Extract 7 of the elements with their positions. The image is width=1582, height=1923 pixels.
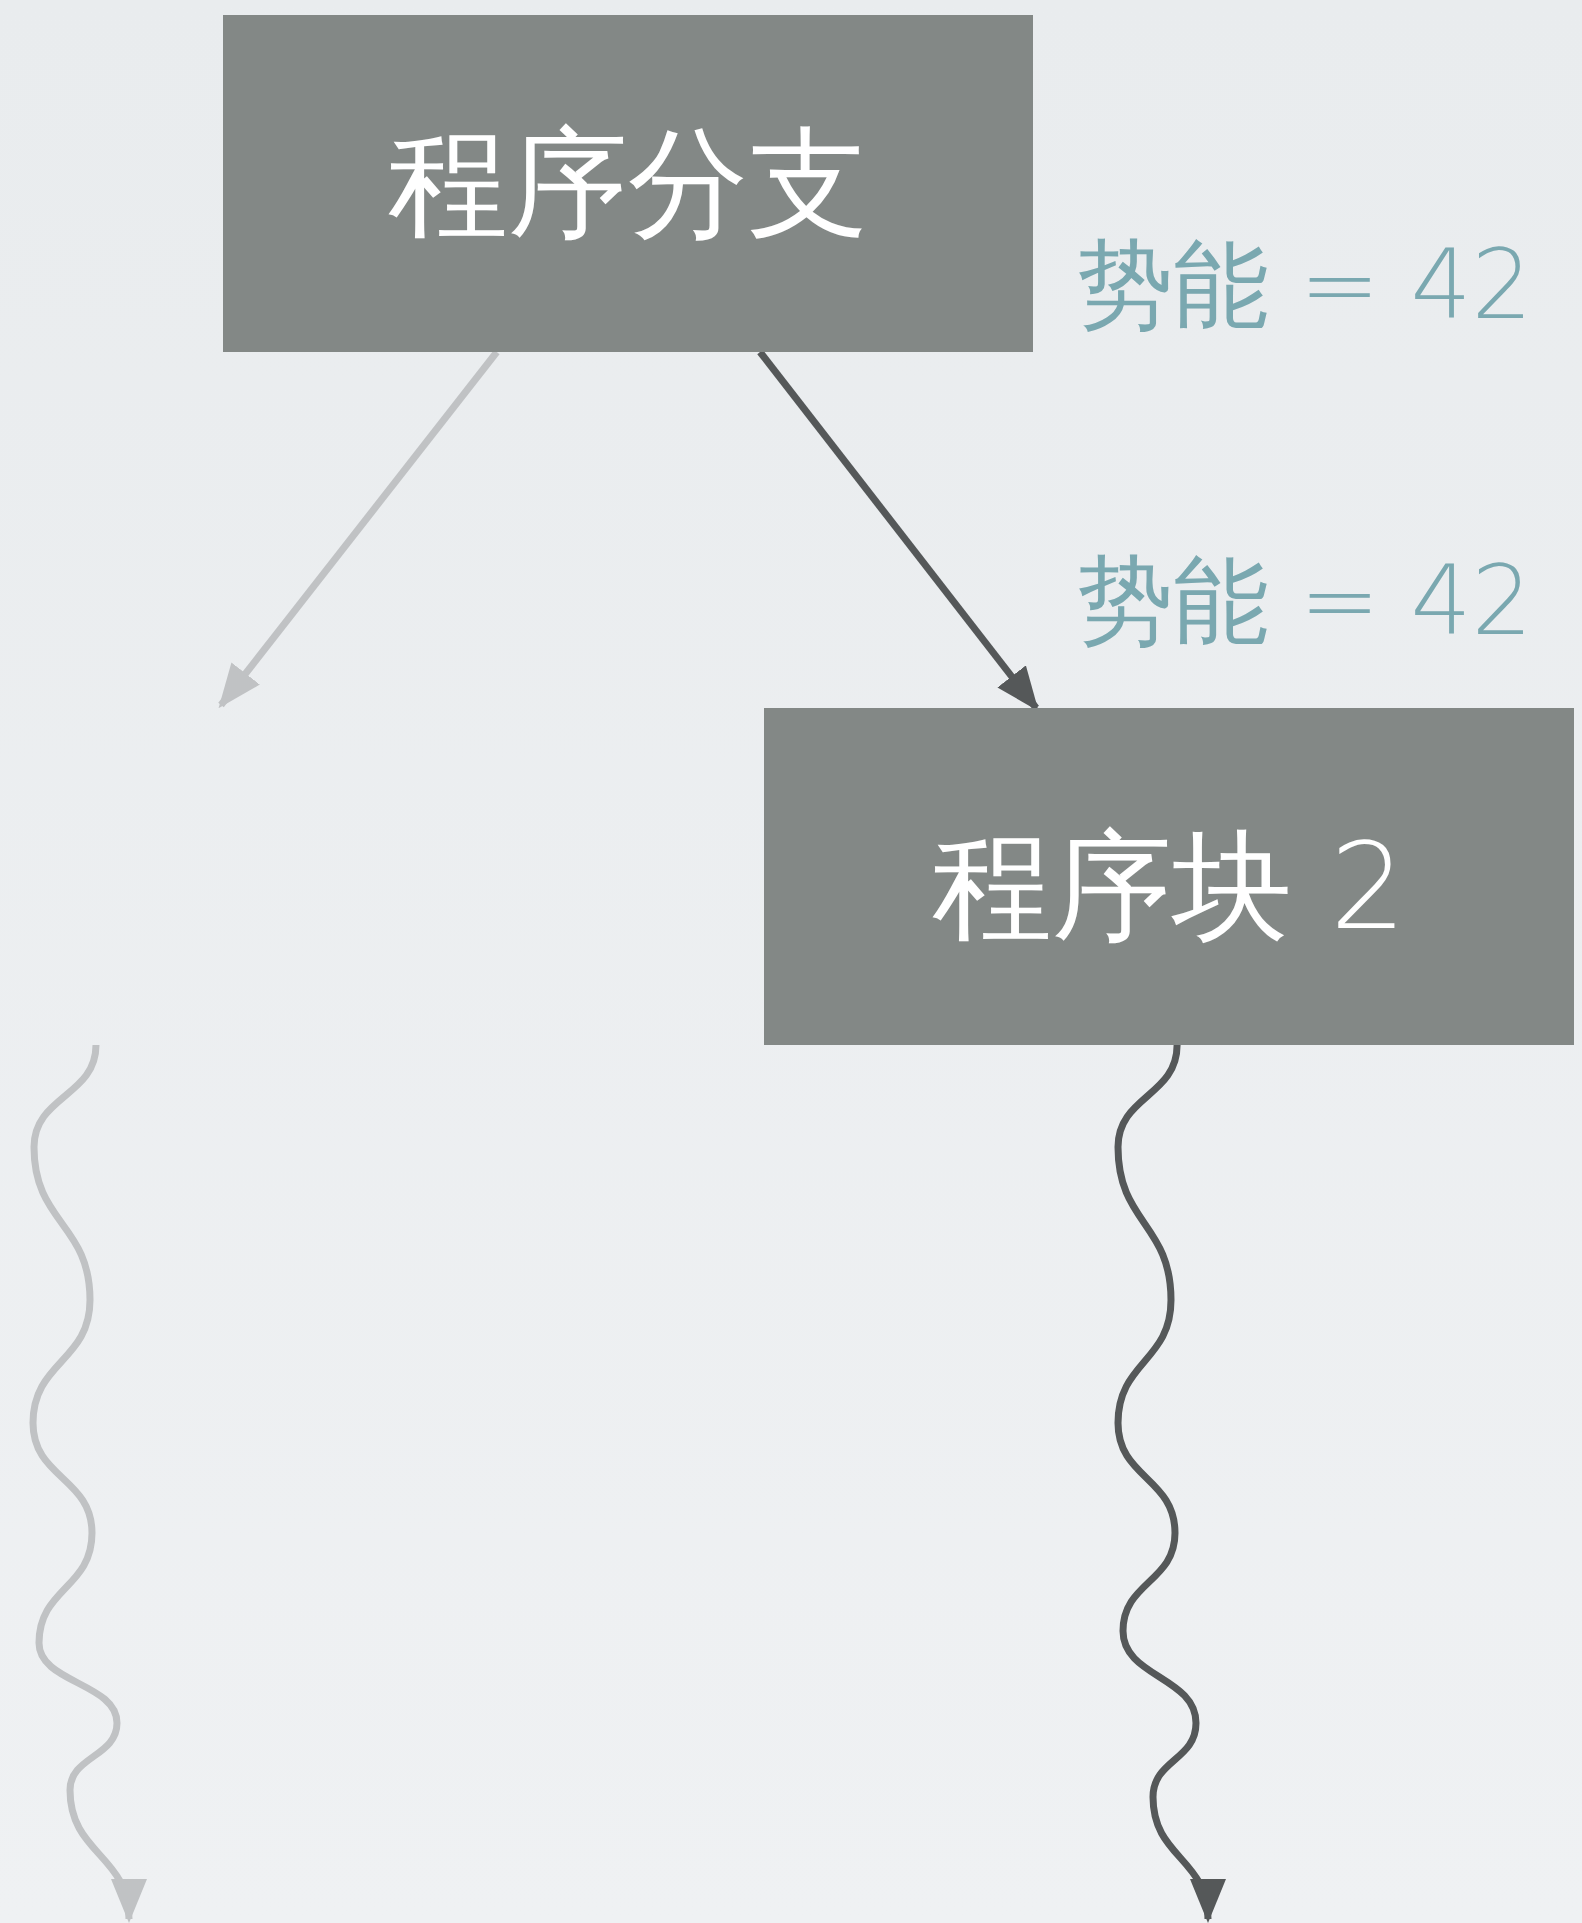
wavy-arrow [1114, 1044, 1223, 1923]
box-label: 程序分支 [388, 117, 868, 250]
process-box [223, 15, 1033, 352]
box-label: 程序块 2 [931, 820, 1407, 953]
value-label: 势能 = 42 [1077, 233, 1533, 339]
value-label: 势能 = 42 [1077, 549, 1533, 655]
process-box [764, 708, 1574, 1045]
